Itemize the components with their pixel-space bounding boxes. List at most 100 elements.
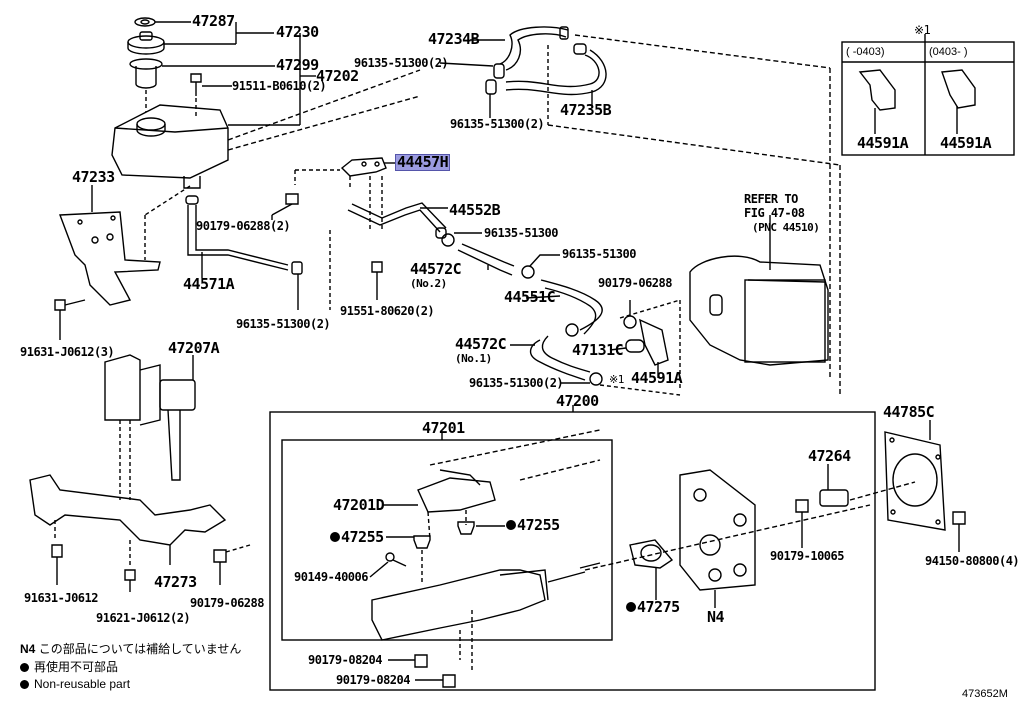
inset-col1-part: 44591A	[857, 134, 909, 152]
note-n4-code: N4	[20, 642, 36, 656]
bolt-91621	[124, 569, 136, 592]
bracket-47273	[29, 474, 227, 565]
label-90179-06288-mid: 90179-06288	[598, 276, 672, 290]
hose-44571A	[185, 195, 303, 310]
assembly-box-47201	[281, 433, 613, 641]
inset-col2-part: 44591A	[940, 134, 992, 152]
label-94150-80800: 94150-80800(4)	[925, 554, 1020, 568]
label-47264: 47264	[808, 447, 851, 465]
note-n4-text: この部品については補給していません	[38, 642, 242, 656]
label-47131C: 47131C	[572, 341, 624, 359]
label-44457H-highlighted[interactable]: 44457H	[394, 153, 451, 171]
reservoir-mount-47201D	[382, 429, 601, 541]
reservoir-cap-47230	[127, 22, 274, 55]
nonreusable-dot-icon	[330, 532, 340, 542]
reservoir-tank-47202	[111, 33, 421, 260]
label-90179-08204-a: 90179-08204	[308, 653, 382, 667]
label-44572C-no1-sub: (No.1)	[455, 352, 492, 365]
reservoir-cap-gasket-47287	[134, 17, 191, 27]
clevis-47264	[819, 464, 849, 507]
grommet-47255-l	[386, 535, 431, 585]
label-47200: 47200	[556, 392, 599, 410]
label-44551C: 44551C	[504, 288, 556, 306]
label-44572C-no2: 44572C	[410, 260, 462, 278]
plate-N4	[679, 469, 756, 608]
label-47299: 47299	[276, 56, 319, 74]
label-47275-text: 47275	[637, 598, 680, 616]
pipe-44552B	[329, 202, 448, 310]
reservoir-filter-47299	[129, 58, 275, 112]
label-91621-J0612-2: 91621-J0612(2)	[96, 611, 191, 625]
refer-line2: FIG 47-08	[744, 206, 805, 220]
label-90179-08204-b: 90179-08204	[336, 673, 410, 687]
nut-94150	[952, 511, 966, 552]
bullet-dot-icon	[20, 680, 29, 689]
label-91631-J0612-3: 91631-J0612(3)	[20, 345, 115, 359]
nut-90179-08204-a	[388, 654, 428, 668]
clamp-96135-d	[560, 372, 603, 386]
label-47201D: 47201D	[333, 496, 385, 514]
label-47234B: 47234B	[428, 30, 480, 48]
refer-line3: (PNC 44510)	[752, 221, 820, 234]
label-N4: N4	[707, 608, 725, 626]
nut-90179-06288-2	[271, 193, 299, 220]
label-96135-51300-top2: 96135-51300(2)	[450, 117, 545, 131]
clamp-96135-a	[441, 232, 482, 247]
label-96135-51300-a: 96135-51300	[484, 226, 558, 240]
note-nonreusable-en: Non-reusable part	[20, 678, 130, 690]
gasket-47275	[629, 539, 674, 600]
label-47202: 47202	[316, 67, 359, 85]
hose-44572C-no1	[510, 323, 591, 381]
label-96135-51300-d2: 96135-51300(2)	[469, 376, 564, 390]
refer-line1: REFER TO	[744, 192, 798, 206]
figure-id: 473652M	[962, 688, 1008, 700]
nut-90179-06288-bot	[213, 544, 251, 585]
inset-col2-header: (0403- )	[929, 46, 968, 58]
inset-col1-header: ( -0403)	[846, 46, 885, 58]
label-47233: 47233	[72, 168, 115, 186]
master-cylinder	[371, 504, 871, 670]
label-91511-B0610: 91511-B0610(2)	[232, 79, 327, 93]
proportioning-valve-47207A	[104, 354, 196, 500]
label-47255-right: 47255	[506, 518, 560, 533]
label-47230: 47230	[276, 23, 319, 41]
assembly-box-47200	[269, 405, 876, 691]
label-47201: 47201	[422, 419, 465, 437]
reservoir-bracket-47233	[54, 185, 161, 340]
abs-actuator	[689, 215, 829, 366]
label-44572C-no1: 44572C	[455, 335, 507, 353]
label-47273: 47273	[154, 573, 197, 591]
inset-mark: ※1	[914, 23, 931, 37]
note-nonreusable-en-text: Non-reusable part	[34, 677, 131, 691]
nonreusable-dot-icon	[506, 520, 516, 530]
label-90179-10065: 90179-10065	[770, 549, 844, 563]
label-91551-80620: 91551-80620(2)	[340, 304, 435, 318]
label-96135-51300-b: 96135-51300	[562, 247, 636, 261]
hose-47235B	[485, 43, 841, 395]
bracket-44457H	[294, 157, 395, 230]
label-44591A-mid: 44591A	[631, 369, 683, 387]
bolt-91551	[371, 261, 383, 300]
hose-47234B	[439, 26, 831, 380]
label-90179-06288-2: 90179-06288(2)	[196, 219, 291, 233]
label-96135-51300-top1: 96135-51300(2)	[354, 56, 449, 70]
label-47255-left-text: 47255	[341, 528, 384, 546]
note-nonreusable-jp: 再使用不可部品	[20, 661, 118, 673]
label-47275: 47275	[626, 600, 680, 615]
bullet-dot-icon	[20, 663, 29, 672]
hose-44551C	[525, 279, 603, 335]
label-90179-06288-bot: 90179-06288	[190, 596, 264, 610]
bolt-91511	[190, 73, 232, 118]
bracket-44591A-mid	[599, 299, 681, 396]
label-mark1-mid: ※1	[609, 373, 624, 386]
screw-90149	[369, 552, 407, 578]
nut-90179-08204-b	[415, 674, 456, 688]
label-90149-40006: 90149-40006	[294, 570, 368, 584]
label-44552B: 44552B	[449, 201, 501, 219]
inset-box	[841, 34, 1015, 156]
label-91631-J0612: 91631-J0612	[24, 591, 98, 605]
label-44572C-no2-sub: (No.2)	[410, 277, 447, 290]
nut-90179-10065	[795, 499, 809, 548]
grommet-47255-r	[457, 521, 505, 535]
